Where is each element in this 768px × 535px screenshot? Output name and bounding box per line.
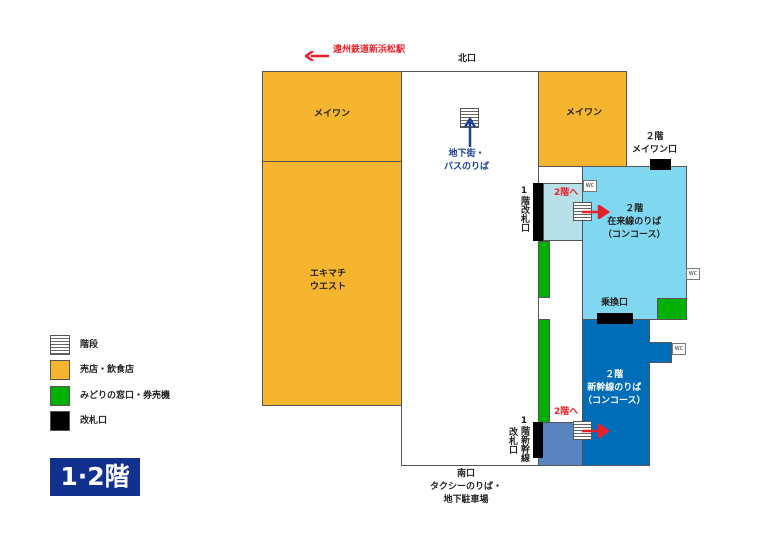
meiwan-gate-label: ２階 メイワン口 [632,132,678,155]
legend-ticket-swatch [50,386,70,406]
to-2f-label: 2階へ [554,407,579,417]
floor-badge: 1·2階 [50,458,140,496]
legend-label: 階段 [80,340,99,350]
gate-1f-shinkansen-label-b: 改札口 [507,427,517,454]
conventional-concourse[interactable] [582,166,687,320]
shop-ekimachi-west[interactable] [262,161,402,406]
arrow-right-icon [582,203,611,221]
shinkansen-concourse-wing [648,342,672,363]
arrow-up-icon [463,116,477,147]
north-exit-label: 北口 [458,54,477,64]
shop-meiwan-right-label: メイワン [566,108,603,118]
legend-shop-swatch [50,360,70,380]
tram-station-label: 遠州鉄道新浜松駅 [333,45,406,55]
ticket-machines[interactable] [538,241,550,298]
wc-icon: WC [686,268,700,280]
arrow-left-icon [303,46,329,63]
legend-gate-swatch [50,411,70,431]
legend-label: 売店・飲食店 [80,365,135,375]
shop-meiwan-right[interactable] [538,71,627,167]
wc-icon: WC [672,343,686,355]
ticket-machines-shinkansen[interactable] [538,319,550,423]
shinkansen-concourse-label: ２階 新幹線のりば （コンコース） [583,370,646,406]
shop-ekimachi-west-label: エキマチ ウエスト [310,269,347,292]
shop-meiwan-left[interactable] [262,71,402,162]
gate-1f-shinkansen-label-a: 1階新幹線 [519,416,529,462]
arrow-right-icon [582,422,611,440]
transfer-gate[interactable] [597,313,633,324]
transfer-gate-label: 乗換口 [601,298,629,308]
meiwan-gate[interactable] [650,159,671,170]
to-2f-label: 2階へ [554,188,579,198]
legend-stairs-icon [50,335,70,355]
shop-meiwan-left-label: メイワン [314,109,351,119]
legend-label: 改札口 [80,416,108,426]
gate-1f-shinkansen[interactable] [533,422,543,458]
gate-1f[interactable] [533,183,543,241]
underground-label: 地下街・ バスのりば [444,149,490,172]
conventional-concourse-label: ２階 在来線のりば （コンコース） [603,204,666,240]
south-exit-label: 南口 タクシーのりば・ 地下駐車場 [430,469,503,505]
wc-icon: WC [583,180,597,192]
gate-1f-label: 1階改札口 [519,186,529,232]
ticket-office[interactable] [657,298,687,320]
legend-label: みどりの窓口・券売機 [80,391,171,401]
